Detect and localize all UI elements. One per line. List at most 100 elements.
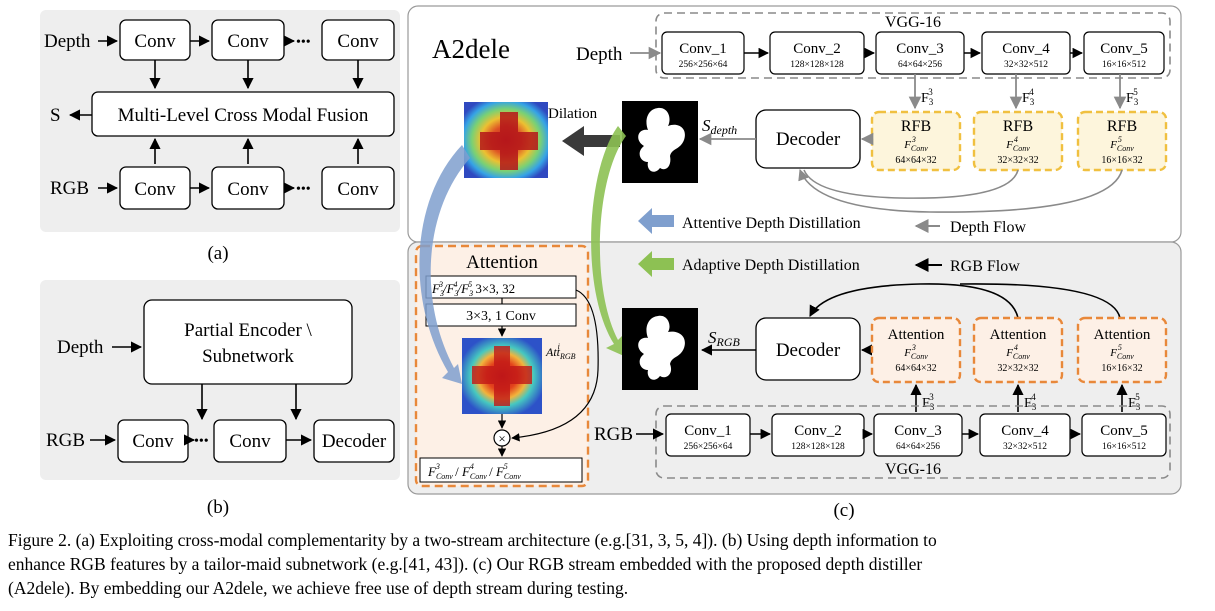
panel-b: Depth Partial Encoder \ Subnetwork RGB C…: [40, 280, 400, 518]
top-conv-row: Conv_1 256×256×64 Conv_2 128×128×128 Con…: [661, 31, 1165, 75]
svg-text:Decoder: Decoder: [776, 340, 841, 361]
svg-text:32×32×512: 32×32×512: [1003, 442, 1047, 452]
svg-text:64×64×32: 64×64×32: [895, 363, 936, 374]
panel-a-rgb-conv-3: [321, 166, 395, 210]
svg-text:FConv4: FConv4: [1005, 135, 1030, 153]
panel-a-s-label: S: [50, 105, 61, 126]
rgb-input-label: RGB: [594, 424, 633, 445]
panel-c-title: A2dele: [432, 34, 510, 64]
svg-text:Decoder: Decoder: [776, 129, 841, 150]
svg-text:Conv: Conv: [229, 431, 271, 452]
svg-text:Conv_2: Conv_2: [793, 41, 841, 57]
bottom-conv-5: [1081, 413, 1167, 457]
svg-text:Conv: Conv: [337, 31, 379, 52]
panel-b-depth-label: Depth: [57, 337, 104, 358]
top-conv-5: [1083, 31, 1165, 75]
legend-depth-flow: Depth Flow: [950, 219, 1026, 236]
svg-text:×: ×: [498, 431, 505, 446]
depth-input-label: Depth: [576, 44, 623, 65]
svg-text:FConv3: FConv3: [903, 135, 928, 153]
legend-attentive: Attentive Depth Distillation: [682, 215, 861, 232]
svg-text:Subnetwork: Subnetwork: [202, 346, 294, 367]
panel-c-caption-label: (c): [833, 500, 854, 520]
svg-text:Attention: Attention: [990, 327, 1047, 343]
svg-text:16×16×32: 16×16×32: [1101, 155, 1142, 166]
svg-text:64×64×32: 64×64×32: [895, 155, 936, 166]
svg-text:F33/F34/F35 3×3, 32: F33/F34/F35 3×3, 32: [431, 280, 515, 298]
svg-text:F35: F35: [1126, 87, 1139, 107]
svg-text:128×128×128: 128×128×128: [790, 60, 844, 70]
rfb-row: RFB FConv3 64×64×32 RFB FConv4 32×32×32 …: [870, 110, 1168, 172]
svg-text:Attention: Attention: [888, 327, 945, 343]
svg-text:Sdepth: Sdepth: [702, 116, 737, 137]
panel-a-rgb-label: RGB: [50, 178, 89, 199]
attention-box-row: Attention FConv3 64×64×32 Attention FCon…: [870, 316, 1168, 384]
svg-text:Decoder: Decoder: [322, 431, 387, 452]
svg-text:FConv5: FConv5: [1109, 343, 1134, 361]
panel-a-fusion-label: Multi-Level Cross Modal Fusion: [118, 105, 369, 126]
dilation-label: Dilation: [548, 106, 598, 122]
svg-text:64×64×256: 64×64×256: [898, 60, 942, 70]
svg-text:Conv: Conv: [132, 431, 174, 452]
svg-text:Attention: Attention: [466, 252, 538, 273]
svg-text:SRGB: SRGB: [708, 328, 740, 349]
svg-text:32×32×32: 32×32×32: [997, 363, 1038, 374]
attentive-distillation-arrow: [419, 145, 470, 384]
svg-text:•••: •••: [296, 35, 311, 50]
svg-text:Conv: Conv: [227, 179, 269, 200]
svg-text:Conv: Conv: [227, 31, 269, 52]
attention-module: Attention F33/F34/F35 3×3, 32 3×3, 1 Con…: [414, 244, 599, 488]
svg-text:32×32×512: 32×32×512: [1004, 60, 1048, 70]
svg-text:RFB: RFB: [901, 118, 931, 135]
attention-box-3: [870, 316, 962, 384]
svg-text:FConv3: FConv3: [903, 343, 928, 361]
bottom-conv-row: Conv_1 256×256×64 Conv_2 128×128×128 Con…: [665, 413, 1167, 457]
bottom-conv-3: [873, 413, 963, 457]
svg-text:RFB: RFB: [1107, 118, 1137, 135]
panel-b-conv-2: [213, 419, 287, 463]
svg-text:16×16×512: 16×16×512: [1102, 442, 1146, 452]
dilation-arrow: [562, 126, 620, 156]
panel-a: Depth Conv Conv ••• Conv Multi-Level Cro…: [40, 10, 400, 264]
legend-blue-arrow-icon: [638, 208, 674, 234]
panel-b-decoder: [313, 419, 395, 463]
vgg-top-box: [655, 12, 1171, 79]
svg-text:F33: F33: [922, 392, 935, 412]
svg-text:Conv_2: Conv_2: [794, 423, 842, 439]
legend-rgb-flow: RGB Flow: [950, 258, 1020, 275]
svg-text:3×3, 1 Conv: 3×3, 1 Conv: [466, 309, 536, 324]
figure-caption: Figure 2. (a) Exploiting cross-modal com…: [8, 528, 1208, 600]
panel-b-rgb-label: RGB: [46, 430, 85, 451]
svg-text:•••: •••: [296, 182, 311, 197]
legend-adaptive: Adaptive Depth Distillation: [682, 257, 860, 274]
attention-box-5: [1076, 316, 1168, 384]
svg-text:F33: F33: [921, 87, 934, 107]
svg-text:16×16×32: 16×16×32: [1101, 363, 1142, 374]
svg-text:•••: •••: [194, 434, 209, 449]
svg-text:F34: F34: [1024, 392, 1037, 412]
svg-text:256×256×64: 256×256×64: [679, 60, 728, 70]
svg-text:F34: F34: [1022, 87, 1035, 107]
svg-text:RFB: RFB: [1003, 118, 1033, 135]
panel-a-depth-label: Depth: [44, 31, 91, 52]
svg-text:Attention: Attention: [1094, 327, 1151, 343]
adaptive-distillation-arrow: [591, 126, 626, 356]
rgb-saliency-map: [622, 308, 698, 390]
svg-text:Partial Encoder \: Partial Encoder \: [184, 320, 312, 341]
depth-saliency-map: [622, 101, 698, 183]
bottom-conv-1: [665, 413, 751, 457]
svg-text:32×32×32: 32×32×32: [997, 155, 1038, 166]
svg-text:Conv: Conv: [134, 31, 176, 52]
bottom-conv-4: [979, 413, 1071, 457]
svg-text:128×128×128: 128×128×128: [791, 442, 845, 452]
svg-text:64×64×256: 64×64×256: [896, 442, 940, 452]
figure-diagram: Depth Conv Conv ••• Conv Multi-Level Cro…: [40, 5, 1182, 521]
svg-text:Conv_1: Conv_1: [684, 423, 732, 439]
svg-text:256×256×64: 256×256×64: [684, 442, 733, 452]
panel-c: A2dele VGG-16 Depth Conv_1 256×256×64 Co…: [407, 5, 1182, 521]
panel-b-caption-label: (b): [207, 497, 229, 518]
panel-a-fusion-box: [91, 91, 395, 137]
panel-b-encoder-box: [143, 299, 353, 385]
attention-box-4: [972, 316, 1064, 384]
svg-text:F35: F35: [1128, 392, 1141, 412]
